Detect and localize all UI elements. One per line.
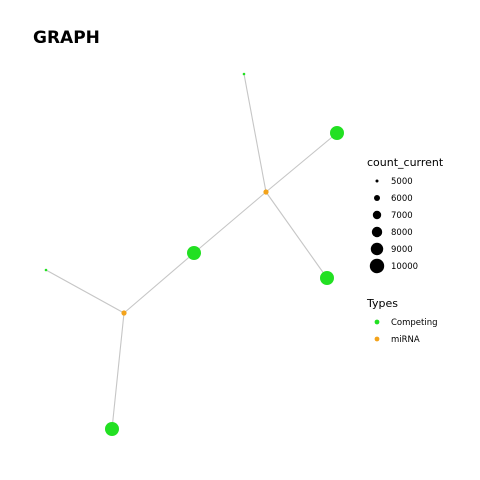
graph-edge: [265, 132, 338, 193]
competing-node: [44, 268, 48, 272]
graph-edges: [45, 73, 338, 430]
size-legend-key: [370, 242, 384, 256]
size-legend-key: [375, 179, 379, 183]
graph-edge: [45, 269, 125, 314]
graph-nodes: [44, 72, 344, 436]
mirna-node: [121, 310, 127, 316]
size-legend: count_current 5000 6000 7000 8000 9000 10000: [367, 156, 444, 274]
competing-node: [105, 422, 119, 436]
competing-node: [320, 271, 334, 285]
type-legend: Types Competing miRNA: [366, 297, 438, 345]
size-legend-label: 5000: [391, 177, 413, 187]
size-legend-title: count_current: [367, 156, 444, 169]
type-legend-label: miRNA: [391, 335, 420, 345]
competing-node: [330, 126, 344, 140]
size-legend-label: 8000: [391, 228, 413, 238]
size-legend-label: 10000: [391, 262, 418, 272]
size-legend-key: [369, 258, 385, 274]
size-legend-key: [374, 195, 380, 201]
graph-edge: [111, 312, 125, 430]
competing-node: [187, 246, 201, 260]
type-legend-key: [374, 336, 380, 342]
size-legend-label: 9000: [391, 245, 413, 255]
size-legend-label: 6000: [391, 194, 413, 204]
mirna-node: [263, 189, 269, 195]
graph-edge: [193, 191, 267, 254]
type-legend-key: [374, 319, 380, 325]
size-legend-key: [371, 226, 383, 238]
competing-node: [242, 72, 246, 76]
size-legend-key: [372, 210, 382, 220]
type-legend-title: Types: [366, 297, 398, 310]
graph-edge: [265, 191, 328, 279]
type-legend-label: Competing: [391, 318, 438, 328]
graph-edge: [243, 73, 267, 193]
graph-title: GRAPH: [33, 28, 100, 48]
graph-edge: [123, 252, 195, 314]
size-legend-label: 7000: [391, 211, 413, 221]
